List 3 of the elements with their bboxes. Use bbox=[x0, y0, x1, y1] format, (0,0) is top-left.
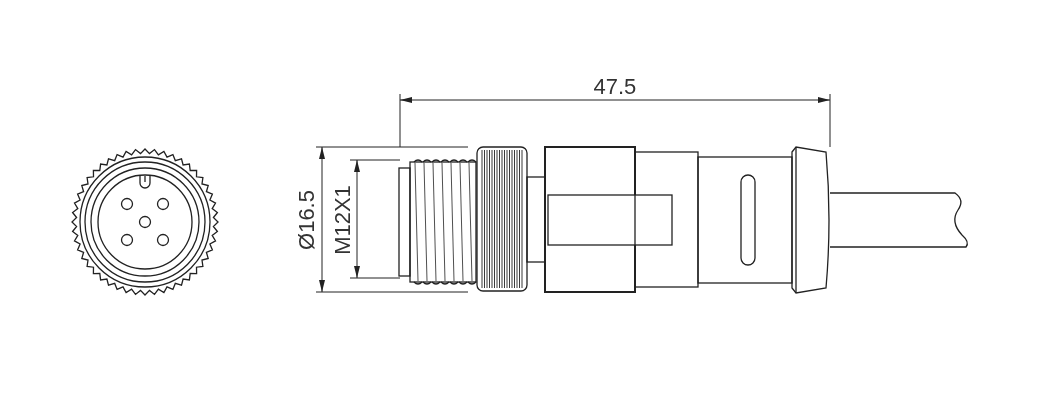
dimension-label: Ø16.5 bbox=[295, 190, 318, 250]
dimension-label: 47.5 bbox=[593, 76, 637, 98]
dimension-label: M12X1 bbox=[331, 185, 354, 255]
